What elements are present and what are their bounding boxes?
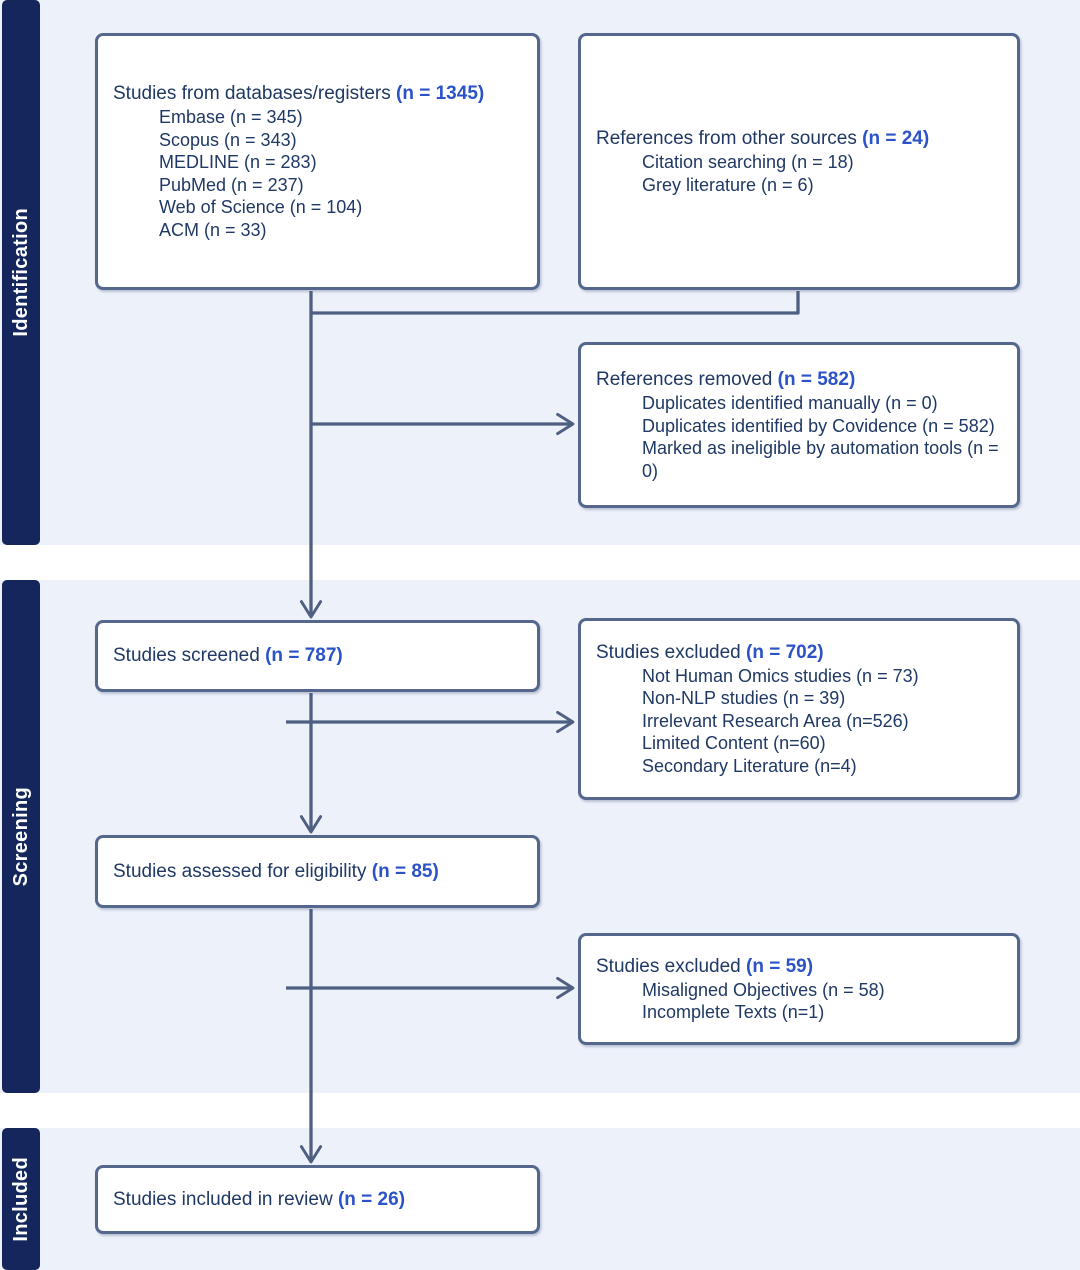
box-item-list: Embase (n = 345)Scopus (n = 343)MEDLINE …: [113, 106, 529, 241]
box-title: Studies included in review (n = 26): [113, 1188, 529, 1212]
box-sub-item: Irrelevant Research Area (n=526): [642, 710, 909, 731]
box-count: (n = 787): [265, 645, 343, 666]
box-title: Studies from databases/registers (n = 13…: [113, 82, 529, 106]
box-studies-excluded-eligibility: Studies excluded (n = 59) Misaligned Obj…: [578, 933, 1020, 1045]
box-count: (n = 59): [746, 955, 814, 977]
box-item-list: Not Human Omics studies (n = 73)Non-NLP …: [596, 665, 1009, 778]
box-title: References from other sources (n = 24): [596, 127, 1009, 151]
box-sub-item: Scopus (n = 343): [159, 129, 297, 150]
box-studies-from-databases: Studies from databases/registers (n = 13…: [95, 33, 540, 290]
box-count: (n = 1345): [396, 83, 485, 104]
box-title-text: References from other sources: [596, 128, 857, 149]
box-sub-item: Web of Science (n = 104): [159, 197, 363, 217]
box-title-text: Studies excluded: [596, 641, 741, 663]
box-count: (n = 582): [777, 369, 856, 390]
box-title: Studies assessed for eligibility (n = 85…: [113, 860, 529, 884]
box-sub-item: MEDLINE (n = 283): [159, 152, 317, 172]
box-sub-item: Duplicates identified by Covidence (n = …: [642, 415, 995, 436]
box-title: Studies excluded (n = 702): [596, 641, 1009, 665]
box-count: (n = 24): [862, 128, 930, 149]
included-label: Included: [9, 1156, 32, 1242]
box-title-text: Studies assessed for eligibility: [113, 860, 367, 882]
box-sub-item: Citation searching (n = 18): [642, 152, 854, 172]
box-title-text: Studies from databases/registers: [113, 83, 391, 104]
box-title-text: Studies excluded: [596, 955, 741, 977]
box-title-text: References removed: [596, 369, 773, 390]
box-sub-item: Duplicates identified manually (n = 0): [642, 393, 938, 413]
box-sub-item: Limited Content (n=60): [642, 733, 826, 754]
box-studies-screened: Studies screened (n = 787): [95, 620, 540, 692]
sidebar-screening: Screening: [2, 580, 40, 1093]
box-sub-item: Non-NLP studies (n = 39): [642, 688, 846, 709]
box-title-text: Studies screened: [113, 645, 260, 666]
box-sub-item: Marked as ineligible by automation tools…: [642, 438, 999, 481]
sidebar-included: Included: [2, 1128, 40, 1270]
box-sub-item: PubMed (n = 237): [159, 174, 304, 195]
box-sub-item: Incomplete Texts (n=1): [642, 1002, 825, 1022]
box-references-removed: References removed (n = 582) Duplicates …: [578, 342, 1020, 508]
box-references-other-sources: References from other sources (n = 24) C…: [578, 33, 1020, 290]
box-title: Studies excluded (n = 59): [596, 955, 1009, 979]
sidebar-identification: Identification: [2, 0, 40, 545]
box-sub-item: Embase (n = 345): [159, 107, 303, 127]
screening-label: Screening: [9, 786, 32, 887]
box-sub-item: Secondary Literature (n=4): [642, 755, 857, 776]
box-item-list: Duplicates identified manually (n = 0)Du…: [596, 392, 1009, 482]
box-count: (n = 85): [371, 860, 439, 882]
box-item-list: Misaligned Objectives (n = 58)Incomplete…: [596, 979, 1009, 1024]
box-title: Studies screened (n = 787): [113, 644, 529, 668]
box-studies-excluded-screening: Studies excluded (n = 702) Not Human Omi…: [578, 618, 1020, 800]
identification-label: Identification: [9, 208, 32, 337]
box-title-text: Studies included in review: [113, 1188, 333, 1210]
box-studies-assessed: Studies assessed for eligibility (n = 85…: [95, 835, 540, 908]
box-sub-item: Not Human Omics studies (n = 73): [642, 665, 919, 686]
box-sub-item: ACM (n = 33): [159, 219, 267, 240]
box-title: References removed (n = 582): [596, 368, 1009, 392]
box-count: (n = 702): [746, 641, 824, 663]
box-studies-included: Studies included in review (n = 26): [95, 1165, 540, 1234]
box-sub-item: Grey literature (n = 6): [642, 174, 814, 195]
box-count: (n = 26): [337, 1188, 406, 1210]
box-item-list: Citation searching (n = 18)Grey literatu…: [596, 151, 1009, 196]
box-sub-item: Misaligned Objectives (n = 58): [642, 979, 885, 1000]
